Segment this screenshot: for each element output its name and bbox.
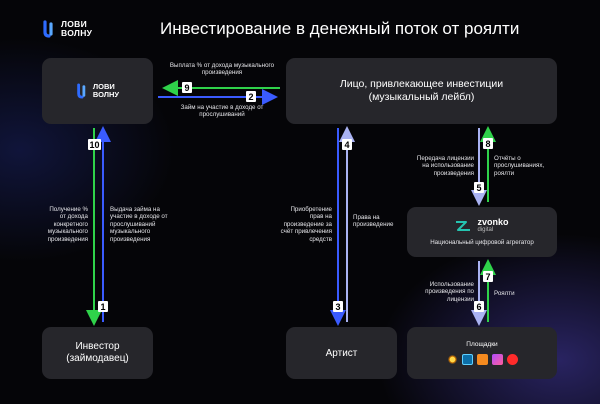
- lovi-line2: ВОЛНУ: [92, 90, 120, 99]
- flow-1-number: 1: [98, 301, 108, 312]
- zvonko-caption: Национальный цифровой агрегатор: [430, 239, 534, 246]
- flow-4-number: 4: [342, 139, 352, 150]
- label-line1: Лицо, привлекающее инвестиции: [339, 78, 504, 90]
- ok-icon: [476, 354, 488, 365]
- zvonko-logo-icon: [456, 221, 471, 231]
- zvonko-brand-sub: digital: [477, 227, 494, 233]
- flow-2-number: 2: [246, 91, 256, 102]
- zvonko-brand: zvonko: [477, 217, 509, 227]
- flow-7-number: 7: [483, 271, 493, 282]
- wave-logo-icon: [43, 20, 53, 38]
- investor-box: Инвестор (займодавец): [42, 327, 153, 379]
- artist-name: Артист: [325, 347, 358, 359]
- wave-logo-icon: [77, 83, 86, 99]
- youtube-icon: [506, 354, 518, 365]
- lovi-volnu-box: ЛОВИ ВОЛНУ: [42, 58, 153, 124]
- header-logo-line2: ВОЛНУ: [61, 28, 93, 38]
- page-title: Инвестирование в денежный поток от роялт…: [160, 19, 520, 38]
- flow-7-label: Роялти: [494, 290, 515, 297]
- flow-5-number: 5: [474, 182, 484, 193]
- flow-8-number: 8: [483, 138, 493, 149]
- flow-3-label: Приобретение прав на произведение за счё…: [280, 206, 332, 243]
- flow-5-label: Передача лицензии на использование произ…: [416, 155, 474, 177]
- sun-icon: [446, 354, 458, 365]
- flow-9-number: 9: [182, 82, 192, 93]
- flow-9-label: Выплата % от дохода музыкального произве…: [169, 62, 275, 77]
- services-title: Площадки: [466, 341, 498, 348]
- flow-1-label: Выдача займа на участие в доходе от прос…: [110, 206, 168, 243]
- flow-2-label: Займ на участие в доходе от прослушивани…: [180, 104, 264, 119]
- podcast-icon: [491, 354, 503, 365]
- investor-line2: (займодавец): [66, 353, 129, 364]
- artist-box: Артист: [286, 327, 397, 379]
- flow-10-number: 10: [88, 139, 101, 150]
- investor-line1: Инвестор: [75, 341, 120, 352]
- header-logo-line1: ЛОВИ: [61, 19, 88, 29]
- services-box: Площадки: [407, 327, 557, 379]
- flow-3-number: 3: [333, 301, 343, 312]
- lovi-line1: ЛОВИ: [92, 82, 115, 91]
- flow-4-label: Права на произведение: [353, 214, 394, 229]
- label-box: Лицо, привлекающее инвестиции (музыкальн…: [286, 58, 557, 124]
- label-line2: (музыкальный лейбл): [368, 91, 475, 103]
- flow-10-label: Получение % от дохода конкретного музыка…: [47, 206, 88, 243]
- shazam-icon: [461, 354, 473, 365]
- flow-8-label: Отчёты о прослушиваниях, роялти: [494, 155, 545, 177]
- flow-6-label: Использование произведения по лицензии: [425, 281, 474, 303]
- zvonko-box: zvonko digital Национальный цифровой агр…: [407, 207, 557, 257]
- header-logo: ЛОВИ ВОЛНУ: [42, 20, 92, 38]
- flow-6-number: 6: [474, 301, 484, 312]
